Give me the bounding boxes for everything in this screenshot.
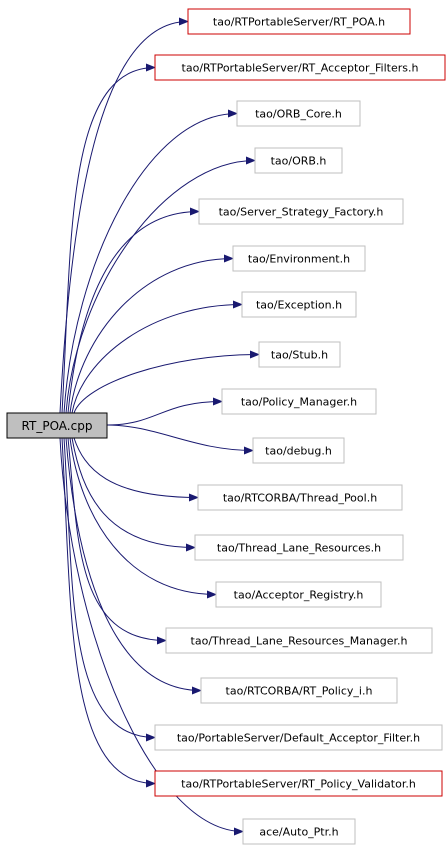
include-node[interactable]: ace/Auto_Ptr.h: [242, 818, 356, 845]
root-node[interactable]: RT_POA.cpp: [6, 412, 108, 439]
include-edge: [69, 254, 234, 414]
include-node-label: tao/ORB_Core.h: [255, 108, 342, 121]
include-edge: [63, 437, 156, 742]
include-node[interactable]: tao/Server_Strategy_Factory.h: [198, 198, 404, 225]
include-edge: [73, 350, 260, 414]
include-node-label: tao/RTCORBA/Thread_Pool.h: [223, 492, 377, 505]
include-node-box: [154, 54, 446, 81]
include-node-box: [200, 677, 398, 704]
include-node-label: tao/Thread_Lane_Resources.h: [217, 542, 381, 555]
include-node-box: [187, 8, 411, 35]
include-edge: [63, 109, 238, 414]
include-node[interactable]: tao/Thread_Lane_Resources_Manager.h: [165, 627, 433, 654]
include-node-box: [221, 388, 377, 415]
include-edge: [59, 17, 189, 414]
include-edge: [61, 437, 156, 788]
include-edge: [65, 156, 256, 414]
include-edge: [106, 424, 254, 455]
include-node[interactable]: tao/Exception.h: [241, 291, 357, 318]
include-node-label: tao/RTCORBA/RT_Policy_i.h: [226, 685, 373, 698]
include-node-label: tao/Acceptor_Registry.h: [234, 589, 364, 602]
include-node-box: [154, 724, 443, 751]
include-node-box: [197, 484, 403, 511]
include-node-box: [154, 770, 443, 797]
edges-layer: [59, 17, 260, 836]
include-node-label: tao/RTPortableServer/RT_Acceptor_Filters…: [182, 62, 419, 75]
include-node-label: tao/Policy_Manager.h: [241, 396, 357, 409]
include-node-box: [198, 198, 404, 225]
include-node-box: [236, 100, 361, 127]
include-node-box: [258, 341, 341, 368]
include-node-box: [254, 147, 343, 174]
include-edge: [67, 207, 200, 414]
include-node[interactable]: tao/RTPortableServer/RT_POA.h: [187, 8, 411, 35]
include-node-label: ace/Auto_Ptr.h: [259, 826, 338, 839]
include-node-label: tao/ORB.h: [271, 155, 327, 168]
include-node-label: tao/Stub.h: [271, 349, 328, 362]
include-edge: [73, 437, 199, 502]
include-edge: [67, 437, 167, 645]
root-node-label: RT_POA.cpp: [22, 419, 93, 433]
include-node-label: tao/Server_Strategy_Factory.h: [219, 206, 384, 219]
include-node-box: [194, 534, 404, 561]
include-node-box: [242, 818, 356, 845]
include-edge: [71, 300, 243, 414]
include-node-label: tao/RTPortableServer/RT_POA.h: [213, 16, 385, 29]
include-edge: [69, 437, 217, 599]
include-node-label: tao/RTPortableServer/RT_Policy_Validator…: [181, 778, 416, 791]
include-node[interactable]: tao/debug.h: [252, 437, 345, 464]
include-node-box: [215, 581, 382, 608]
include-node[interactable]: tao/RTCORBA/RT_Policy_i.h: [200, 677, 398, 704]
include-node[interactable]: tao/RTPortableServer/RT_Policy_Validator…: [154, 770, 443, 797]
include-node-box: [165, 627, 433, 654]
include-node[interactable]: tao/Policy_Manager.h: [221, 388, 377, 415]
include-edge: [106, 397, 223, 426]
include-node-box: [232, 245, 366, 272]
include-node-label: tao/PortableServer/Default_Acceptor_Filt…: [177, 732, 420, 745]
include-node[interactable]: tao/Stub.h: [258, 341, 341, 368]
include-node[interactable]: tao/ORB.h: [254, 147, 343, 174]
include-node[interactable]: tao/Thread_Lane_Resources.h: [194, 534, 404, 561]
include-node-box: [252, 437, 345, 464]
include-node[interactable]: tao/RTPortableServer/RT_Acceptor_Filters…: [154, 54, 446, 81]
include-edge: [59, 437, 244, 836]
include-node-label: tao/debug.h: [265, 445, 332, 458]
nodes-layer: RT_POA.cpp tao/RTPortableServer/RT_POA.h…: [6, 8, 446, 845]
include-node[interactable]: tao/Acceptor_Registry.h: [215, 581, 382, 608]
include-node-label: tao/Exception.h: [256, 299, 342, 312]
include-node-box: [241, 291, 357, 318]
include-node-label: tao/Environment.h: [248, 253, 350, 266]
include-node[interactable]: tao/ORB_Core.h: [236, 100, 361, 127]
include-node-label: tao/Thread_Lane_Resources_Manager.h: [191, 635, 408, 648]
include-node[interactable]: tao/PortableServer/Default_Acceptor_Filt…: [154, 724, 443, 751]
include-node[interactable]: tao/RTCORBA/Thread_Pool.h: [197, 484, 403, 511]
include-edge: [71, 437, 196, 552]
include-edge: [65, 437, 202, 695]
include-node[interactable]: tao/Environment.h: [232, 245, 366, 272]
include-edge: [61, 63, 156, 414]
